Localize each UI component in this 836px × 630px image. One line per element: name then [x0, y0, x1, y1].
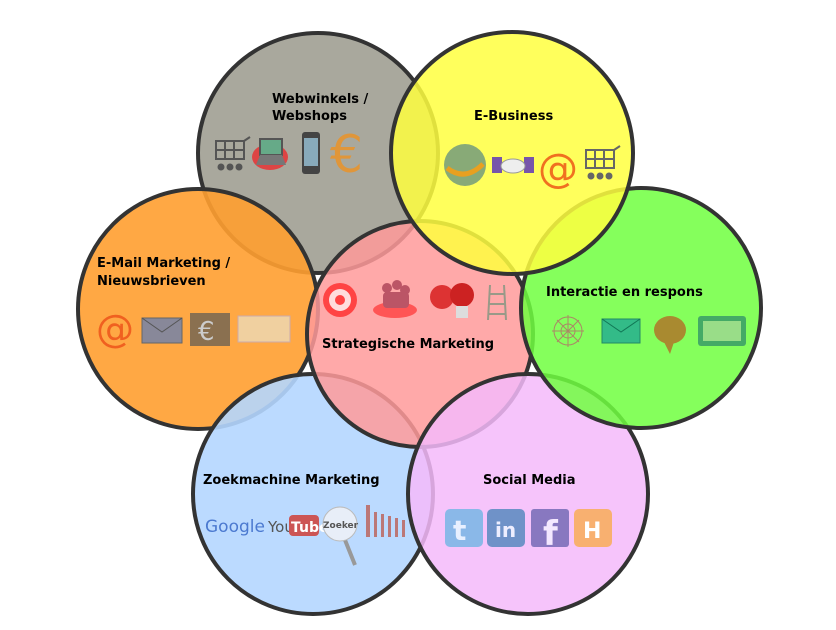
- youtube-logo-you: You: [267, 518, 294, 536]
- euro-coins-icon: €: [190, 313, 230, 347]
- label-email-2: Nieuwsbrieven: [97, 274, 206, 289]
- twitter-icon: t: [445, 509, 483, 547]
- svg-text:€: €: [198, 317, 215, 347]
- label-webwinkels-2: Webshops: [272, 109, 347, 124]
- ranking-bars-icon: [366, 505, 405, 537]
- circle-ebusiness: [389, 30, 635, 276]
- at-icon: @: [96, 307, 134, 351]
- speech-bubble-icon: [654, 316, 686, 354]
- business-card-icon: [237, 315, 291, 343]
- svg-text:in: in: [495, 518, 516, 542]
- boxing-gloves-icon: [430, 283, 474, 318]
- cart-icon: [585, 145, 621, 180]
- handshake-icon: [492, 157, 534, 174]
- label-ebusiness: E-Business: [474, 109, 553, 124]
- euro-icon: €: [330, 125, 363, 185]
- svg-text:t: t: [453, 514, 466, 547]
- spider-web-icon: [552, 315, 584, 347]
- envelope-icon: [141, 317, 183, 344]
- facebook-icon: f: [531, 509, 569, 554]
- globe-icon: [444, 144, 486, 186]
- circle-social: [406, 372, 650, 616]
- label-webwinkels-1: Webwinkels /: [272, 92, 369, 107]
- ladder-icon: [487, 284, 507, 321]
- label-strategisch: Strategische Marketing: [322, 337, 494, 352]
- linkedin-icon: in: [487, 509, 525, 547]
- label-zoekmachine: Zoekmachine Marketing: [203, 473, 380, 488]
- google-logo: Google: [205, 517, 265, 537]
- cart-icon: [215, 136, 251, 171]
- circles: [76, 30, 763, 616]
- team-icon: [373, 280, 417, 318]
- svg-text:f: f: [543, 514, 559, 554]
- youtube-logo-box: [289, 515, 319, 536]
- envelope-icon: [601, 318, 641, 344]
- hyves-icon: H: [574, 509, 612, 547]
- zoeker-logo: Zoeker: [323, 521, 359, 531]
- svg-text:H: H: [583, 519, 601, 544]
- screen-icon: [698, 316, 746, 346]
- label-email-1: E-Mail Marketing /: [97, 256, 230, 271]
- at-icon: @: [538, 146, 578, 192]
- smartphone-icon: [302, 132, 320, 174]
- label-interactie: Interactie en respons: [546, 285, 703, 300]
- youtube-logo-tube: Tube: [291, 520, 329, 536]
- label-social: Social Media: [483, 473, 576, 488]
- magnifier-icon: [322, 506, 358, 566]
- target-icon: [323, 283, 357, 317]
- laptop-icon: [252, 138, 288, 170]
